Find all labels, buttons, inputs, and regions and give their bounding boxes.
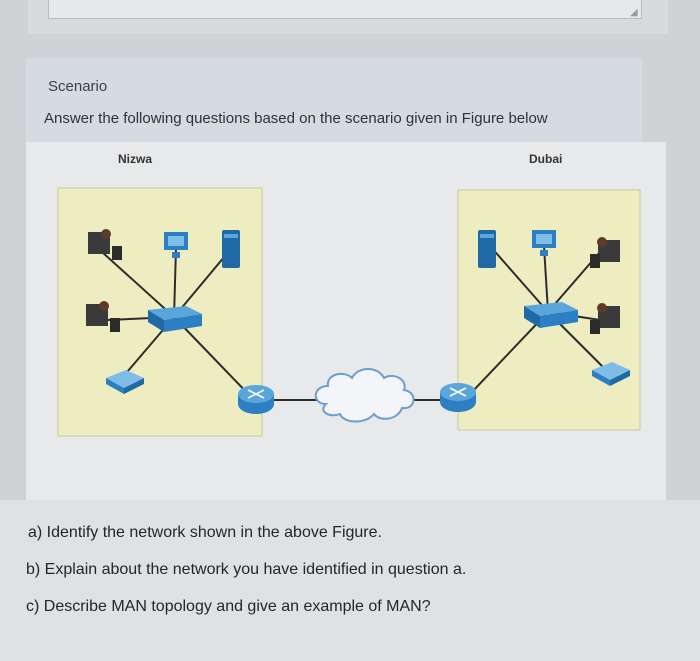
network-figure: Nizwa Dubai bbox=[26, 142, 666, 502]
question-b: b) Explain about the network you have id… bbox=[26, 561, 467, 578]
previous-answer-strip: ◢ bbox=[28, 0, 668, 34]
dubai-user-workstation-icon bbox=[590, 237, 620, 268]
questions-panel: a) Identify the network shown in the abo… bbox=[0, 500, 700, 661]
nizwa-router-icon bbox=[238, 385, 274, 414]
dubai-server-icon bbox=[478, 230, 496, 268]
dubai-pc-icon bbox=[532, 230, 556, 256]
internet-cloud-icon bbox=[314, 368, 415, 423]
site-label-nizwa: Nizwa bbox=[118, 152, 152, 166]
nizwa-server-icon bbox=[222, 230, 240, 268]
site-label-dubai: Dubai bbox=[529, 152, 562, 166]
nizwa-user-workstation-icon bbox=[88, 229, 122, 260]
nizwa-switch-icon bbox=[148, 306, 202, 332]
dubai-switch-icon bbox=[524, 302, 578, 328]
dubai-router-icon bbox=[440, 383, 476, 412]
answer-text-box[interactable] bbox=[48, 0, 642, 19]
nizwa-pc-icon bbox=[164, 232, 188, 258]
resize-grip-icon[interactable]: ◢ bbox=[630, 7, 638, 18]
dubai-user-workstation-icon-2 bbox=[590, 303, 620, 334]
question-a: a) Identify the network shown in the abo… bbox=[28, 524, 382, 541]
scenario-panel: Scenario Answer the following questions … bbox=[26, 58, 642, 142]
scenario-title: Scenario bbox=[48, 78, 108, 95]
scenario-instruction: Answer the following questions based on … bbox=[44, 110, 548, 127]
nizwa-user-workstation-icon-2 bbox=[86, 301, 120, 332]
network-diagram: Nizwa Dubai bbox=[57, 152, 641, 437]
question-c: c) Describe MAN topology and give an exa… bbox=[26, 598, 431, 615]
nizwa-printer-icon bbox=[106, 370, 144, 394]
dubai-printer-icon bbox=[592, 362, 630, 386]
